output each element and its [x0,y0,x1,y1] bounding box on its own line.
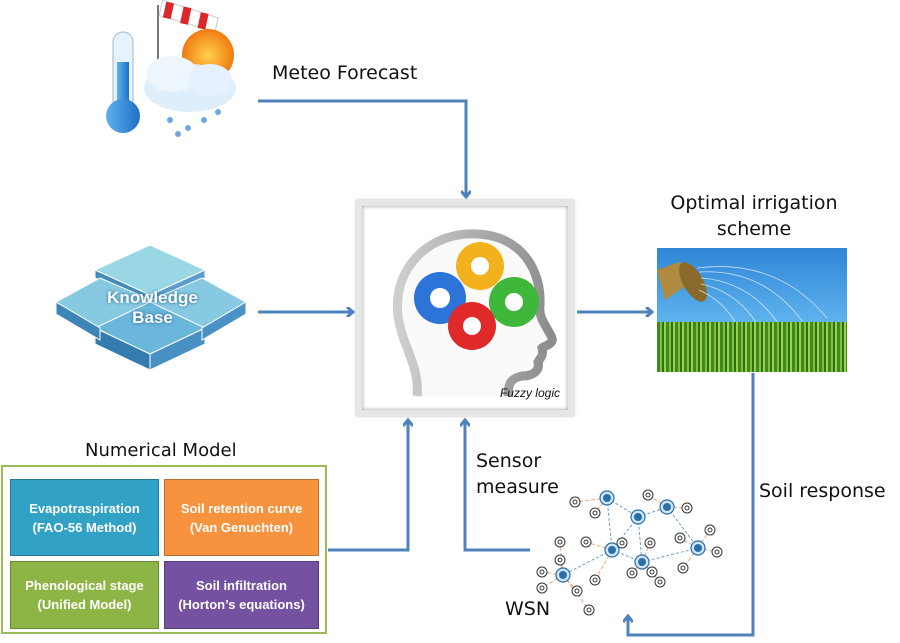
wsn-label: WSN [505,598,551,620]
sensor-node-core [680,565,686,571]
sensor-node-core [707,527,713,533]
sensor-node [704,524,716,536]
sensor-node-core [592,510,598,516]
optimal-irrigation-title: Optimal irrigation scheme [664,190,844,242]
cell-line1: Soil infiltration [196,578,287,593]
hub-link [562,549,613,576]
arrow-model-to-core [328,421,408,552]
soil-response-label: Soil response [759,480,886,502]
sensor-node-core [629,570,635,576]
fuzzy-logic-core: Fuzzy logic [356,200,574,416]
sensor-node [626,567,638,579]
leaf-link [559,541,564,576]
gateway-node-core [634,513,642,521]
cell-line2: (Horton’s equations) [178,597,305,612]
fuzzy-logic-label: Fuzzy logic [499,386,560,400]
gateway-node-core [694,544,702,552]
gateway-node-core [663,503,671,511]
output-line1: Optimal irrigation [670,192,838,214]
sensor-node-core [572,499,578,505]
sensor-node [583,604,595,616]
irrigation-photo [657,248,847,372]
gateway-node-core [638,558,646,566]
cell-line2: (FAO-56 Method) [32,519,137,535]
sensor-node-core [645,492,651,498]
gateway-node-core [603,494,611,502]
sensor-node [646,566,658,578]
sensor-node-core [619,540,625,546]
cell-line1: Evapotraspiration [29,500,140,516]
grass [657,322,847,372]
model-cell-soil-retention: Soil retention curve (Van Genuchten) [164,479,319,556]
sensor-node [589,507,601,519]
sensor-node-core [649,569,655,575]
gear-green [489,277,539,327]
gateway-node-core [608,546,616,554]
cell-line1: Phenological stage [25,578,144,593]
sensor-node-core [677,535,683,541]
sensor-node [711,546,723,558]
sensor-node-core [714,549,720,555]
model-cell-evapotranspiration: Evapotraspiration (FAO-56 Method) [10,479,159,556]
sensor-network-icon [536,489,723,616]
sensor-node-core [684,505,690,511]
sensor-measure-label: Sensor measure [476,448,559,500]
cell-line2: (Van Genuchten) [189,519,294,535]
gear-red [448,302,496,350]
knowledge-base-line1: Knowledge [107,288,198,307]
weather-icon [106,0,236,137]
sensor-node [644,537,656,549]
model-cell-soil-infiltration: Soil infiltration (Horton’s equations) [164,561,319,629]
arrow-soil-response [628,373,755,637]
sensor-node [681,502,693,514]
sensor-node [580,536,592,548]
hub-link [606,497,613,551]
sensor-node [536,566,548,578]
sensor-node-core [647,540,653,546]
sensor-node-core [574,588,580,594]
sensor-node [654,576,666,588]
sensor-node-core [539,569,545,575]
leaf-link [585,541,613,551]
sensor-node [569,496,581,508]
sensor-node [536,582,548,594]
gear-blue [414,272,466,324]
cell-line2: (Unified Model) [37,597,132,612]
meteo-forecast-label: Meteo Forecast [272,62,418,84]
sensor-node-core [539,585,545,591]
sensor-line1: Sensor [476,450,542,472]
sensor-node-core [586,607,592,613]
arrow-sensor-to-core [465,421,530,552]
sensor-node-core [592,577,598,583]
sensor-node-core [557,557,563,563]
cell-line1: Soil retention curve [180,500,303,516]
output-line2: scheme [716,218,792,240]
sensor-node [554,536,566,548]
hub-link [666,506,699,549]
model-cell-phenological-stage: Phenological stage (Unified Model) [10,561,159,629]
knowledge-base-line2: Base [132,308,173,327]
gateway-node-core [559,571,567,579]
numerical-model-title: Numerical Model [85,440,237,461]
sensor-node [674,532,686,544]
arrow-meteo-to-core [258,99,466,196]
sensor-node-core [583,539,589,545]
knowledge-base-icon: Knowledge Base [50,240,255,380]
numerical-model-box: Evapotraspiration (FAO-56 Method) Soil r… [1,465,327,634]
sensor-node [677,562,689,574]
gear-yellow [456,242,504,290]
sensor-line2: measure [476,476,559,498]
sensor-node [589,574,601,586]
brain-gears-icon [392,229,557,397]
sensor-node-core [557,539,563,545]
sensor-node [642,489,654,501]
sensor-node [554,554,566,566]
sensor-node [616,537,628,549]
sensor-node [571,585,583,597]
sensor-node-core [657,579,663,585]
